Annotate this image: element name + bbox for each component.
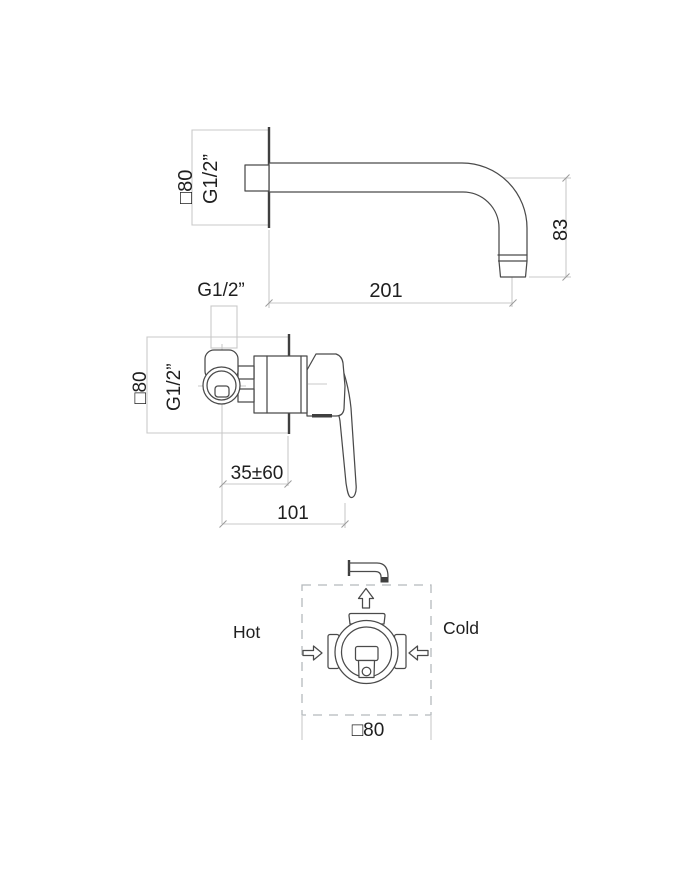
- dim-tick: [219, 520, 227, 528]
- dim-tick: [265, 299, 273, 307]
- dim-83-value: 83: [550, 219, 572, 241]
- spout-icon-tip: [380, 577, 389, 583]
- dim-201: [265, 230, 517, 308]
- inlet-connector-upper: [237, 365, 255, 380]
- dim-tick: [509, 299, 517, 307]
- spout-icon-outer: [348, 562, 389, 578]
- cartridge-top: [354, 645, 379, 662]
- spout-icon-inner: [348, 570, 382, 578]
- dim-tick: [284, 480, 292, 488]
- flange-extent-box: [191, 129, 268, 226]
- flange-extent-box: [146, 336, 289, 434]
- spout-thread-label: G1/2”: [200, 154, 222, 204]
- outlet-arrow-icon: [357, 587, 375, 609]
- valve-thread-top-label: G1/2”: [197, 280, 245, 301]
- front-flange-size-label: □80: [352, 720, 385, 741]
- valve-side-view: G1/2” □80 G1/2” 35±60 101: [130, 280, 357, 528]
- spout-side-view: □80 G1/2” 201 83: [175, 127, 572, 308]
- dim-101-value: 101: [277, 503, 309, 524]
- dim-35-60: [219, 436, 292, 488]
- cartridge-stem: [357, 659, 376, 679]
- escutcheon-base-band: [312, 414, 332, 418]
- spout-thread-connector: [244, 164, 270, 192]
- dim-tick: [219, 480, 227, 488]
- dim-tick: [341, 520, 349, 528]
- hot-inlet-arrow-icon: [302, 645, 323, 661]
- cartridge-screw: [361, 666, 372, 677]
- dim-101: [219, 503, 349, 528]
- cold-label: Cold: [443, 618, 479, 638]
- union-nut-detail: [214, 385, 230, 398]
- valve-flange-size-label: □80: [130, 371, 151, 404]
- dim-tick: [562, 174, 570, 182]
- dim-35-60-value: 35±60: [231, 463, 284, 484]
- spout-flange-size-label: □80: [175, 170, 197, 204]
- cold-inlet-arrow-icon: [408, 645, 429, 661]
- spout-outline: [268, 162, 528, 278]
- union-nut-inner: [206, 370, 237, 401]
- valve-body: [253, 355, 308, 414]
- hot-label: Hot: [233, 622, 260, 642]
- inlet-connector-lower: [237, 388, 255, 403]
- dim-tick: [562, 273, 570, 281]
- valve-thread-left-label: G1/2”: [164, 363, 185, 411]
- front-view: Hot Cold □80: [233, 560, 479, 741]
- dim-201-value: 201: [369, 280, 402, 302]
- rough-in-box: [301, 584, 432, 716]
- spout-icon: [347, 560, 389, 583]
- thread-leader-lines: [210, 305, 238, 349]
- handle-escutcheon: [306, 353, 346, 417]
